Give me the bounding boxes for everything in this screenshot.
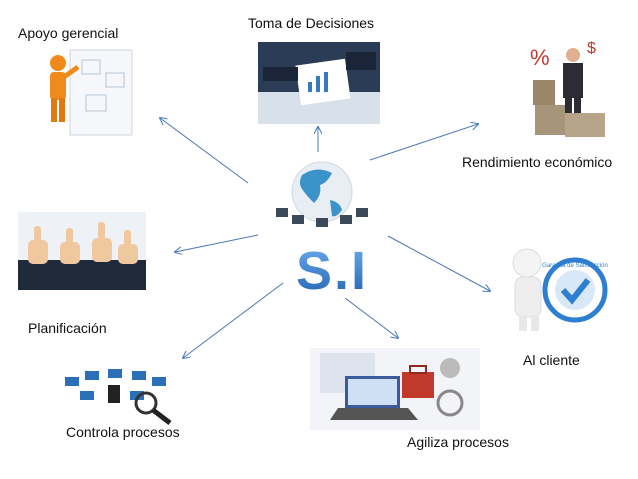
center-label: S.I (296, 241, 369, 301)
arrow-planificacion (175, 234, 259, 252)
laptop-tools-icon (310, 348, 480, 430)
business-meeting-icon (258, 42, 380, 124)
arrow-cliente (387, 235, 490, 291)
badge-text: Garantía de Satisfacción (542, 263, 608, 269)
presenter-figure-icon (50, 49, 133, 136)
arrow-apoyo (160, 118, 249, 184)
label-cliente: Al cliente (523, 352, 580, 368)
label-rendimiento: Rendimiento económico (462, 154, 613, 170)
businessman-money-icon: % $ (530, 40, 605, 137)
guarantee-badge-icon: Garantía de Satisfacción (512, 248, 608, 331)
label-agiliza: Agiliza procesos (407, 434, 509, 450)
globe-network-icon (276, 161, 368, 227)
label-toma: Toma de Decisiones (248, 15, 375, 31)
thumbs-up-icon (18, 212, 146, 290)
svg-text:%: % (530, 45, 550, 70)
label-apoyo: Apoyo gerencial (18, 25, 119, 41)
arrow-controla (183, 282, 284, 358)
label-planificacion: Planificación (28, 320, 107, 336)
arrow-agiliza (344, 297, 398, 338)
svg-text:$: $ (587, 40, 596, 57)
network-magnifier-icon (65, 369, 172, 425)
label-controla: Controla procesos (66, 424, 180, 440)
arrow-rendimiento (369, 124, 478, 161)
